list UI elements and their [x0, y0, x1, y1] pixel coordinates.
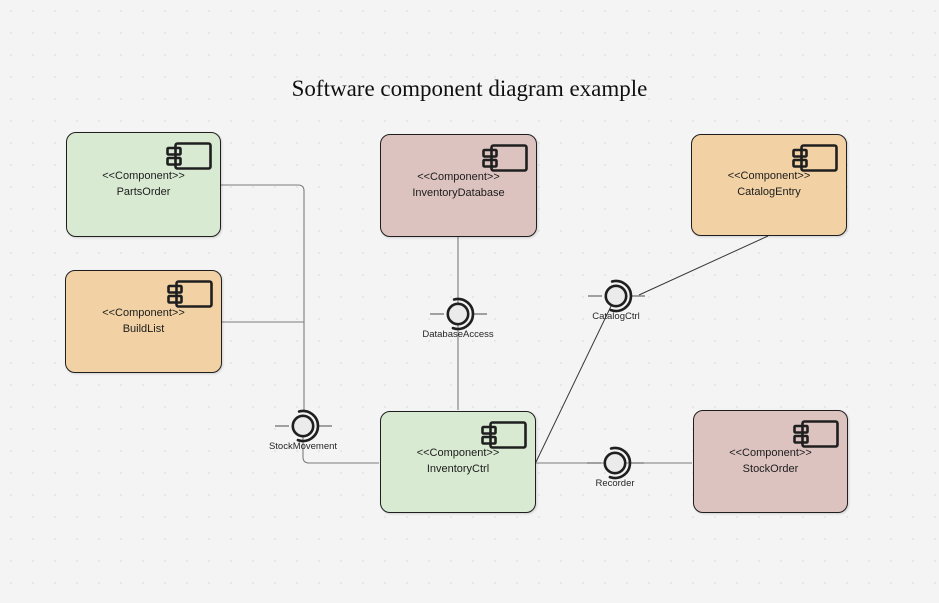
- component-name: StockOrder: [742, 462, 799, 475]
- component-name: PartsOrder: [116, 185, 171, 198]
- component-node-build-list[interactable]: <<Component>> BuildList: [65, 270, 222, 373]
- interface-label-stock-movement: StockMovement: [268, 441, 338, 452]
- socket-arc-icon: [609, 279, 633, 313]
- interface-label-database-access: DatabaseAccess: [422, 329, 494, 340]
- component-icon: [167, 280, 213, 308]
- edge-partsorder-stockmovement: [221, 184, 305, 410]
- component-icon: [792, 144, 838, 172]
- interface-connector-stock-movement[interactable]: [275, 409, 332, 443]
- edge-catalogctrl-inventoryctrl: [535, 299, 615, 463]
- interface-connector-catalog-ctrl[interactable]: [588, 279, 645, 313]
- stereotype-label: <<Component>>: [416, 447, 500, 460]
- interface-label-catalog-ctrl: CatalogCtrl: [592, 311, 640, 322]
- component-node-inventory-ctrl[interactable]: <<Component>> InventoryCtrl: [380, 411, 536, 513]
- component-icon: [793, 420, 839, 448]
- component-node-catalog-entry[interactable]: <<Component>> CatalogEntry: [691, 134, 847, 236]
- component-icon: [166, 142, 212, 170]
- interface-connector-recorder[interactable]: [587, 446, 644, 480]
- socket-arc-icon: [608, 446, 632, 480]
- component-icon: [482, 144, 528, 172]
- component-node-stock-order[interactable]: <<Component>> StockOrder: [693, 410, 848, 513]
- component-name: InventoryDatabase: [412, 186, 505, 199]
- interface-connector-database-access[interactable]: [430, 297, 487, 331]
- component-name: BuildList: [122, 322, 165, 335]
- stereotype-label: <<Component>>: [729, 446, 812, 459]
- component-node-parts-order[interactable]: <<Component>> PartsOrder: [66, 132, 221, 237]
- stereotype-label: <<Component>>: [417, 170, 500, 183]
- ball-icon: [291, 414, 315, 438]
- component-icon: [481, 421, 527, 449]
- ball-icon: [603, 451, 627, 475]
- component-name: CatalogEntry: [737, 186, 801, 198]
- ball-icon: [446, 302, 470, 326]
- diagram-title: Software component diagram example: [291, 76, 648, 101]
- interface-label-recorder: Recorder: [595, 478, 635, 489]
- stereotype-label: <<Component>>: [727, 170, 811, 183]
- stereotype-label: <<Component>>: [102, 169, 185, 182]
- ball-icon: [604, 284, 628, 308]
- component-name: InventoryCtrl: [426, 463, 490, 475]
- component-node-inventory-database[interactable]: <<Component>> InventoryDatabase: [380, 134, 537, 237]
- socket-arc-icon: [451, 297, 475, 331]
- stereotype-label: <<Component>>: [102, 306, 185, 319]
- socket-arc-icon: [296, 409, 320, 443]
- edge-catalogentry-catalogctrl: [638, 235, 769, 296]
